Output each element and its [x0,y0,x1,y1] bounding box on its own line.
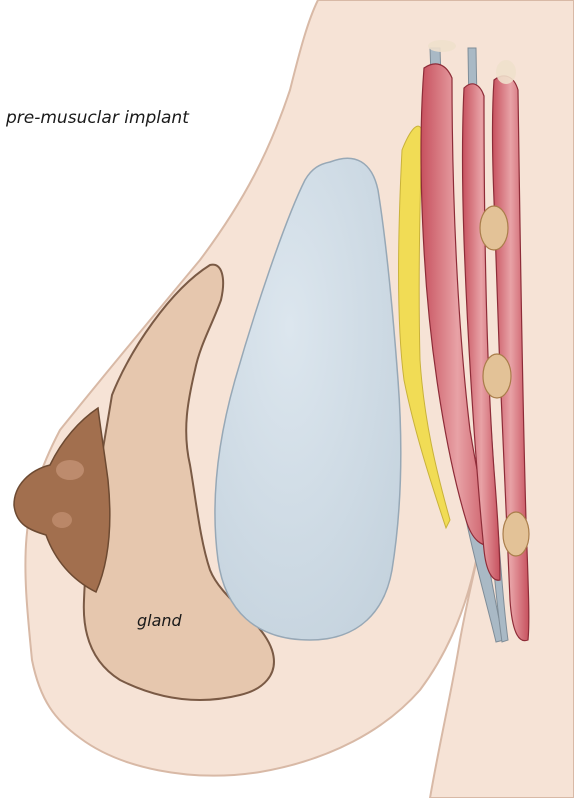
gland-label: gland [137,611,182,630]
rib-cartilage [503,512,529,556]
areola-highlight [52,512,72,528]
tendon-tip [496,60,516,84]
tendon-tip [428,40,456,52]
rib-cartilage [480,206,508,250]
areola-highlight [56,460,84,480]
implant-label: pre-musuclar implant [6,108,189,128]
rib-cartilage [483,354,511,398]
